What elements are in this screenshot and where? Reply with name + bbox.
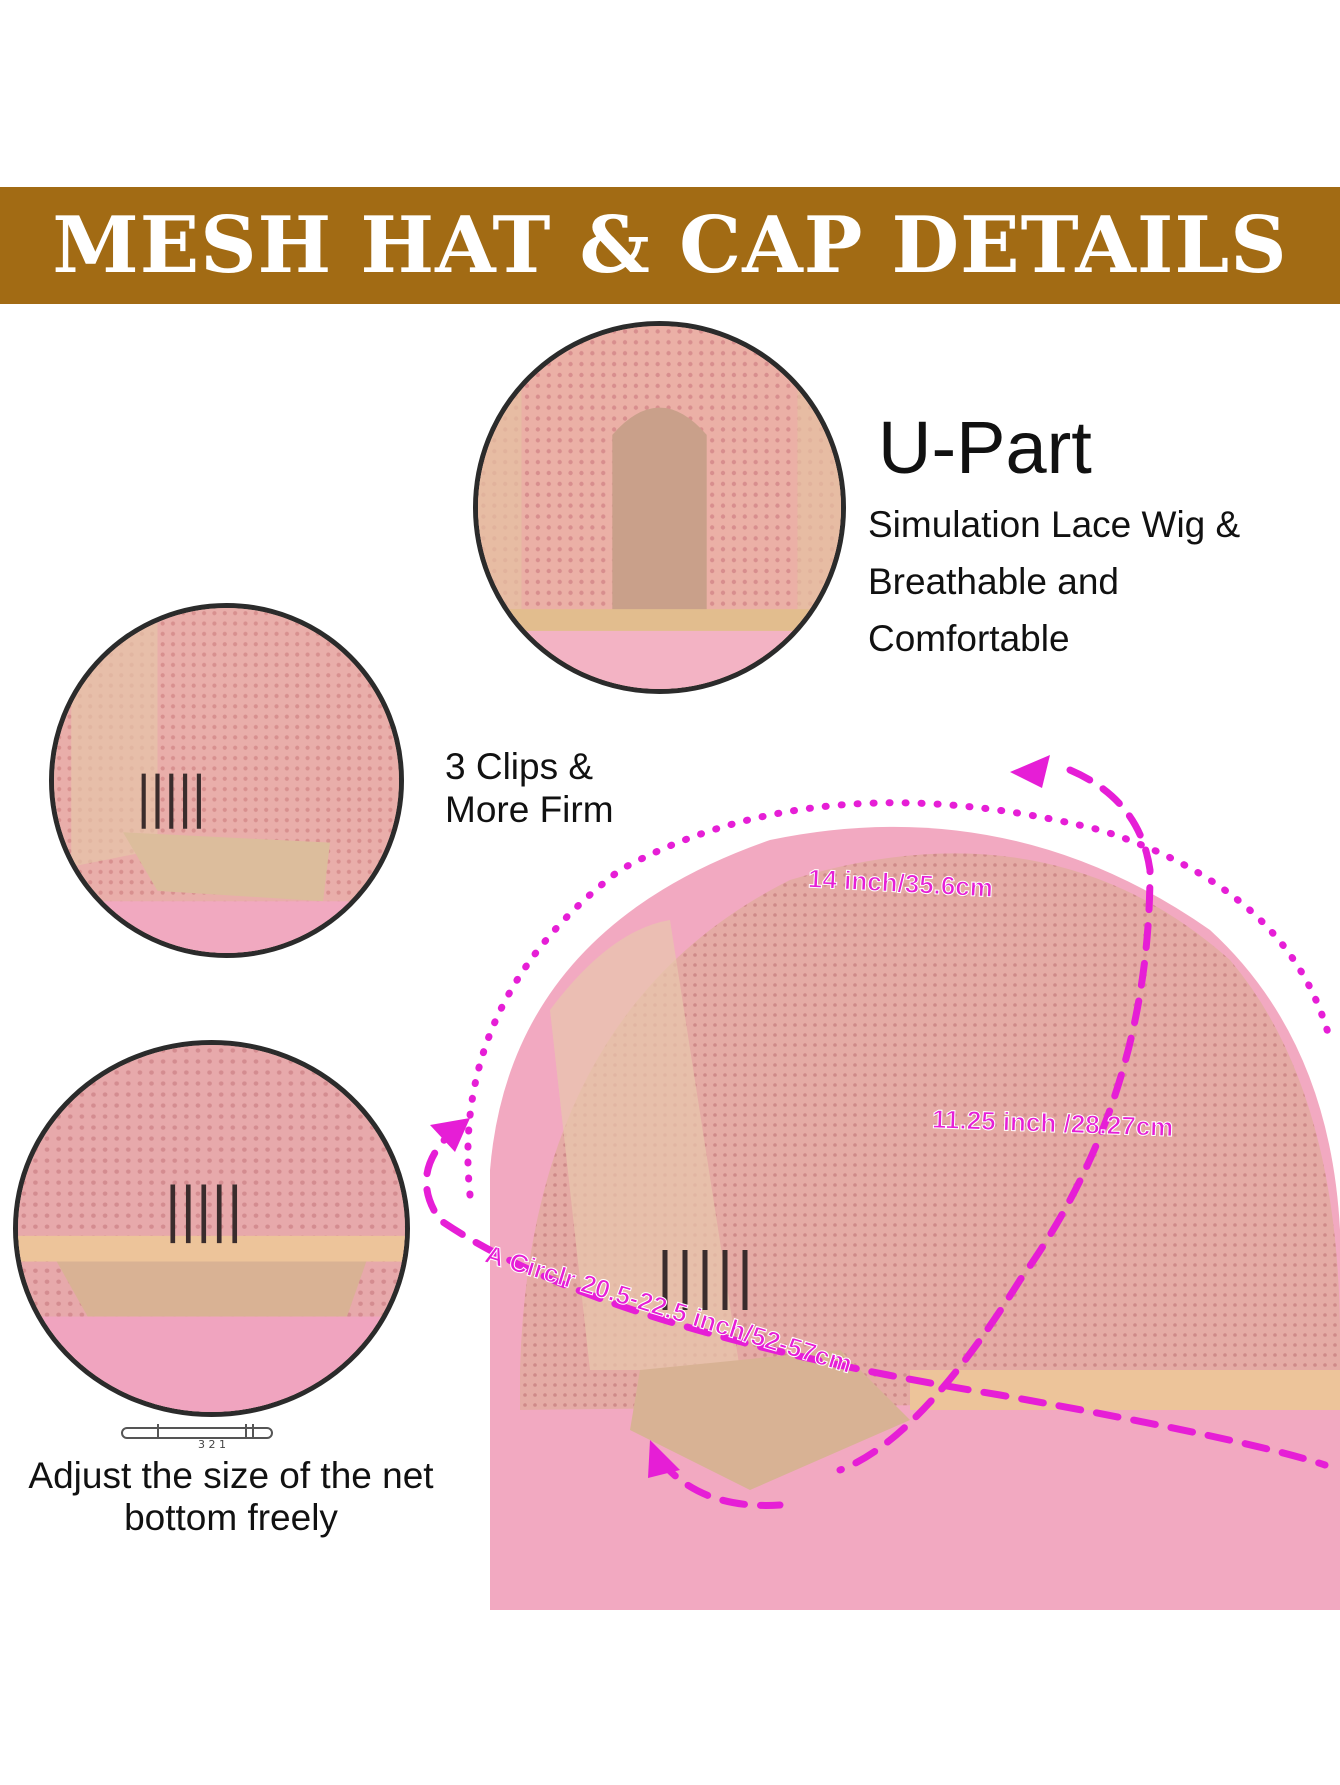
adjust-line: bottom freely bbox=[124, 1497, 338, 1538]
upart-cap-photo bbox=[473, 321, 846, 694]
upart-line: Comfortable bbox=[868, 618, 1070, 659]
adjust-caption: Adjust the size of the net bottom freely bbox=[0, 1455, 462, 1539]
adjuster-strap-icon: 3 2 1 bbox=[118, 1418, 283, 1451]
upart-title: U-Part bbox=[878, 406, 1092, 489]
adjust-line: Adjust the size of the net bbox=[28, 1455, 434, 1496]
clips-cap-photo bbox=[49, 603, 404, 958]
full-cap-photo bbox=[490, 810, 1340, 1610]
clips-caption: 3 Clips & More Firm bbox=[445, 745, 614, 831]
strap-cap-photo bbox=[13, 1040, 410, 1417]
upart-line: Simulation Lace Wig & bbox=[868, 504, 1241, 545]
clips-line: More Firm bbox=[445, 789, 614, 830]
clips-line: 3 Clips & bbox=[445, 746, 594, 787]
upart-description: Simulation Lace Wig & Breathable and Com… bbox=[868, 496, 1240, 667]
title-banner: MESH HAT & CAP DETAILS bbox=[0, 187, 1340, 304]
banner-title: MESH HAT & CAP DETAILS bbox=[52, 200, 1288, 291]
adjuster-scale-label: 3 2 1 bbox=[198, 1438, 226, 1450]
upart-line: Breathable and bbox=[868, 561, 1119, 602]
